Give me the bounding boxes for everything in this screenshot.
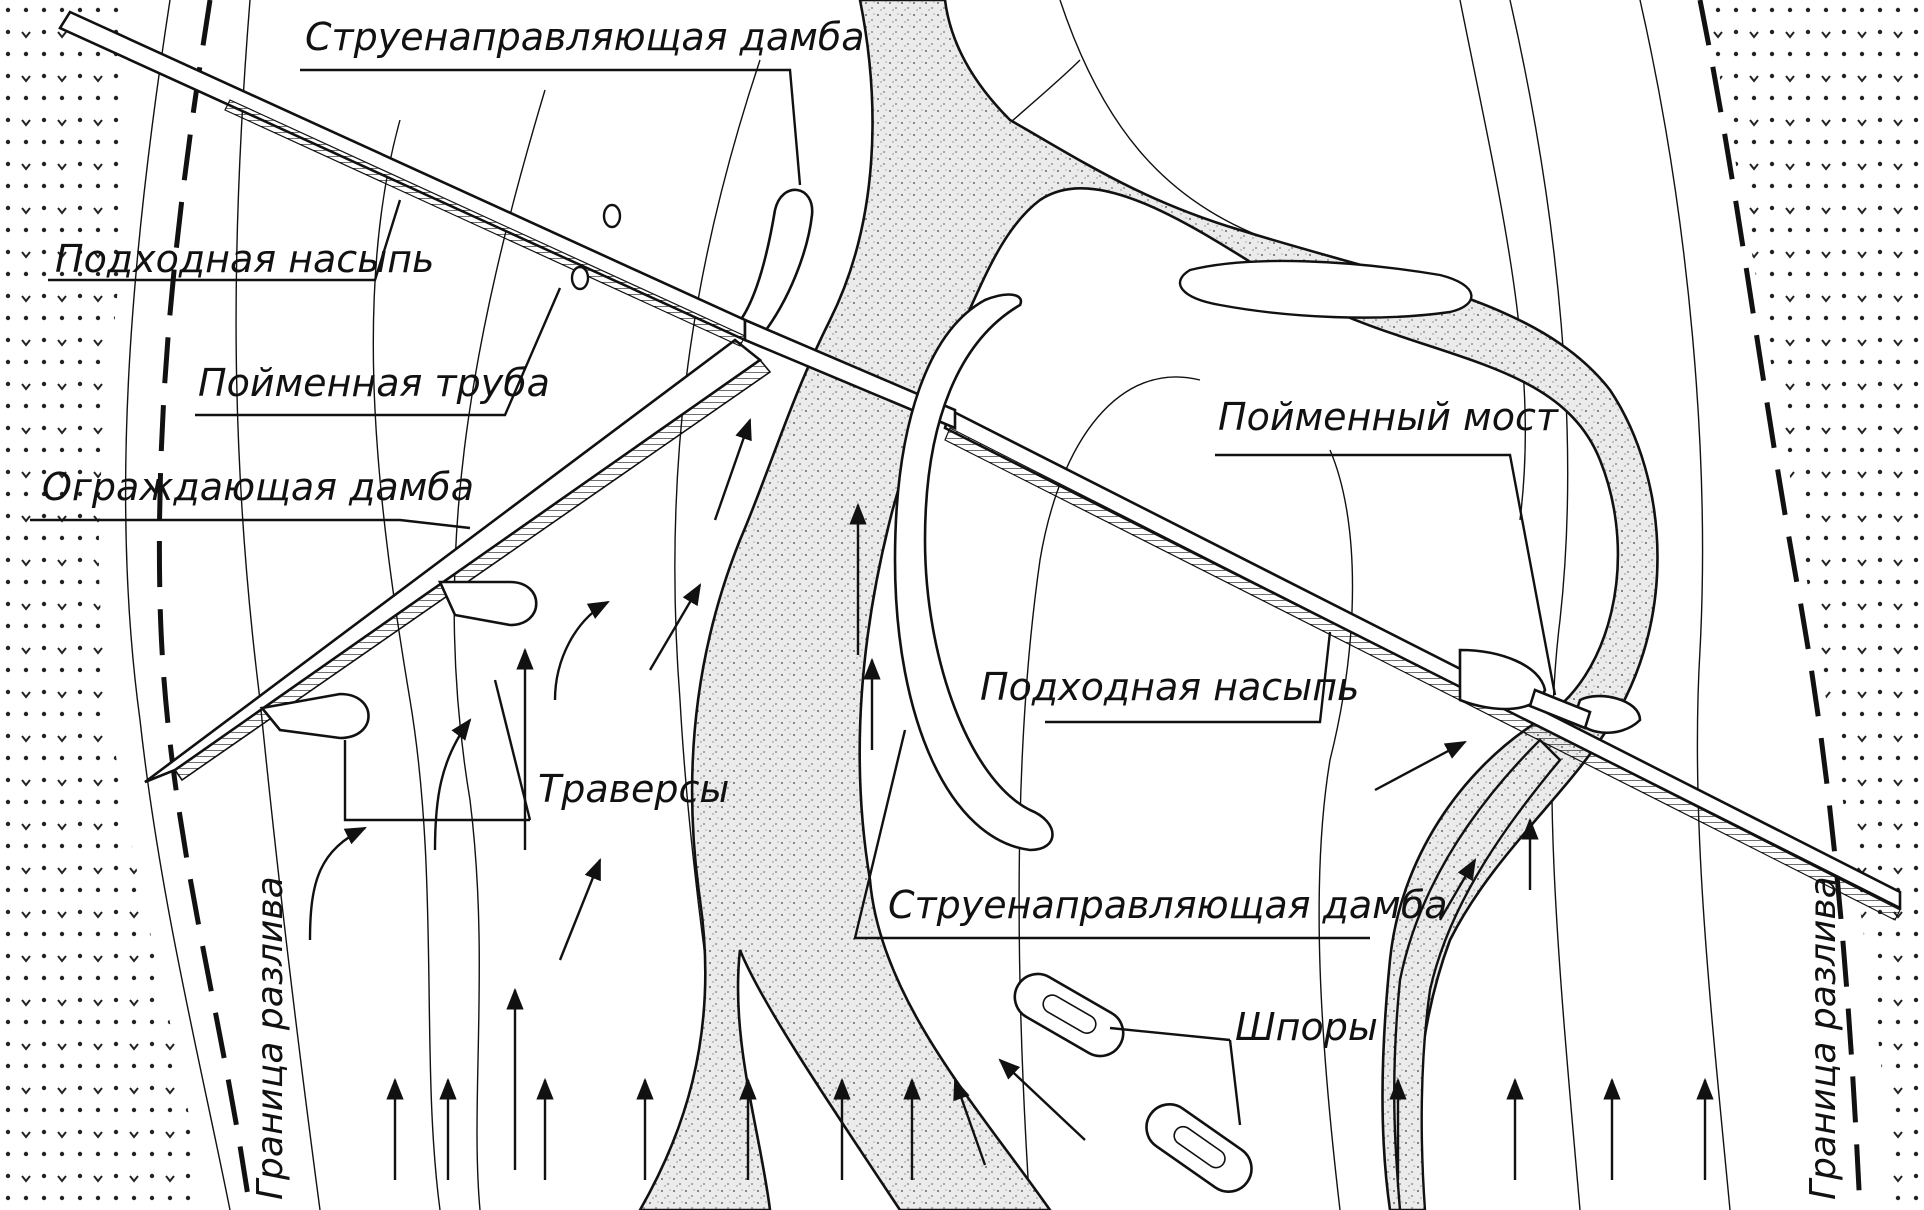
flow-arrows [308,417,1714,1180]
floodplain-pipe [570,203,622,291]
label-spurs: Шпоры [1235,1005,1378,1049]
guide-dam-left [740,188,814,341]
label-approach-fill-left: Подходная насыпь [55,237,434,281]
river-island [1178,259,1473,319]
leader-lines [30,68,1557,1126]
main-bridge-deck [743,318,957,430]
label-flood-boundary-right: Граница разлива [1803,876,1844,1200]
traverse-lower [259,692,370,740]
floodplain-marsh-left [0,0,205,1210]
flood-boundary-line-left [156,0,253,1210]
protective-dam-left [144,338,772,784]
spur-upper [1013,972,1125,1058]
floodplain-bridge [1458,648,1642,734]
label-floodplain-pipe: Пойменная труба [198,361,550,405]
label-guide-dam-bottom: Струенаправляющая дамба [888,883,1448,927]
traverse-upper [437,580,538,627]
label-flood-boundary-left: Граница разлива [250,876,291,1200]
spur-lower [1145,1103,1253,1193]
label-approach-fill-right: Подходная насыпь [980,665,1359,709]
label-protective-dam: Ограждающая дамба [42,465,474,509]
guide-dam-right [893,293,1054,852]
label-traverses: Траверсы [538,767,729,811]
approach-embankment [58,10,1902,921]
secondary-channel [1393,738,1562,1210]
flood-boundary-line-right [1697,0,1863,1210]
label-guide-dam-top: Струенаправляющая дамба [305,15,865,59]
label-floodplain-bridge: Пойменный мост [1218,395,1560,439]
main-river-channel [638,0,1659,1210]
